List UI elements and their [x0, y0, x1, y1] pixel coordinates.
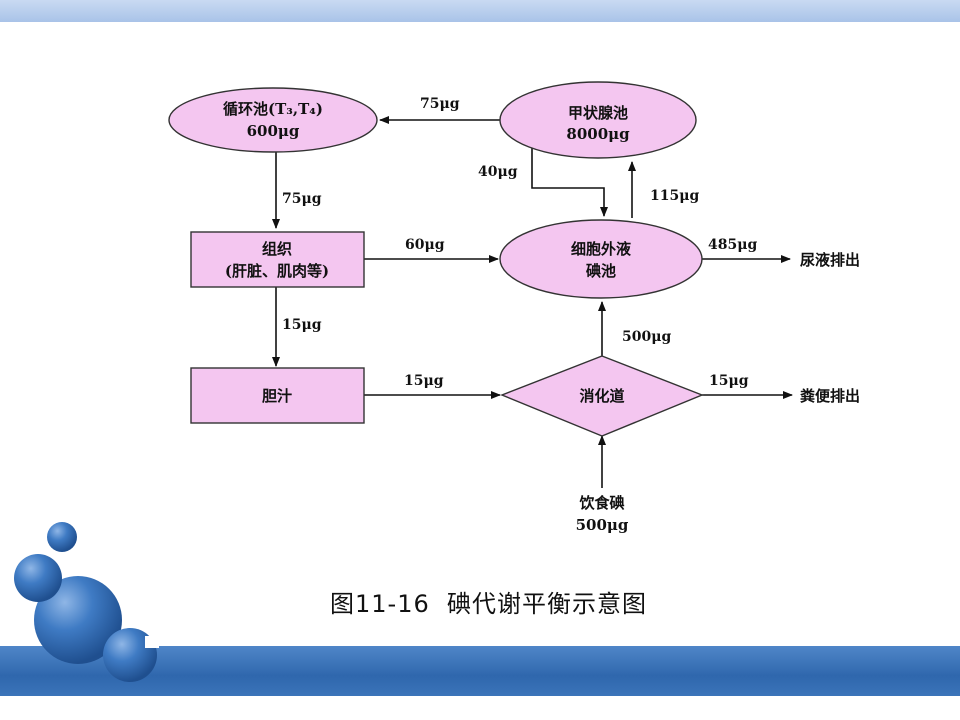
- node-tissue: [190, 231, 365, 288]
- label-tissue-to-ecf: 60μg: [405, 237, 445, 253]
- tissue-line1: 组织: [262, 240, 292, 258]
- thyroid-pool-line2: 8000μg: [566, 125, 630, 143]
- label-thyroid-to-circulation: 75μg: [420, 96, 460, 112]
- tissue-line2: (肝脏、肌肉等): [225, 262, 329, 280]
- bile-label: 胆汁: [262, 387, 292, 405]
- node-ecf-pool: [499, 219, 703, 299]
- label-bile-to-digestive: 15μg: [404, 373, 444, 389]
- bottom-banner: [0, 646, 960, 696]
- bubble-large: [34, 576, 122, 664]
- bubble-small: [47, 522, 77, 552]
- node-thyroid-pool: [499, 81, 697, 159]
- label-ecf-to-thyroid: 40μg: [478, 164, 518, 180]
- dietary-iodine-line2: 500μg: [576, 516, 629, 534]
- node-bile: [190, 367, 365, 424]
- ecf-pool-line1: 细胞外液: [571, 240, 632, 258]
- bottom-margin: [0, 696, 960, 720]
- circulation-pool-line1: 循环池(T₃,T₄): [223, 100, 323, 118]
- figure-caption: 图11-16 碘代谢平衡示意图: [330, 590, 647, 618]
- node-circulation-pool: [168, 87, 378, 153]
- ecf-pool-line2: 碘池: [586, 262, 616, 280]
- label-ecf-to-urine: 485μg: [708, 237, 757, 253]
- feces-output-label: 粪便排出: [800, 387, 860, 405]
- label-digestive-to-ecf: 500μg: [622, 329, 671, 345]
- digestive-tract-label: 消化道: [579, 387, 624, 405]
- urine-output-label: 尿液排出: [800, 251, 860, 269]
- label-circulation-to-tissue: 75μg: [282, 191, 322, 207]
- label-thyroid-to-ecf: 115μg: [650, 188, 699, 204]
- bubble-medium: [14, 554, 62, 602]
- top-banner: [0, 0, 960, 22]
- edge-ecf-to-thyroid: [531, 148, 608, 217]
- label-digestive-to-feces: 15μg: [709, 373, 749, 389]
- node-digestive-tract: [500, 355, 704, 437]
- dietary-iodine-line1: 饮食碘: [578, 494, 624, 512]
- circulation-pool-line2: 600μg: [247, 122, 300, 140]
- bubble-bottom: [103, 628, 157, 682]
- thyroid-pool-line1: 甲状腺池: [568, 104, 628, 122]
- decorative-bubbles: [14, 522, 159, 682]
- label-tissue-to-bile: 15μg: [282, 317, 322, 333]
